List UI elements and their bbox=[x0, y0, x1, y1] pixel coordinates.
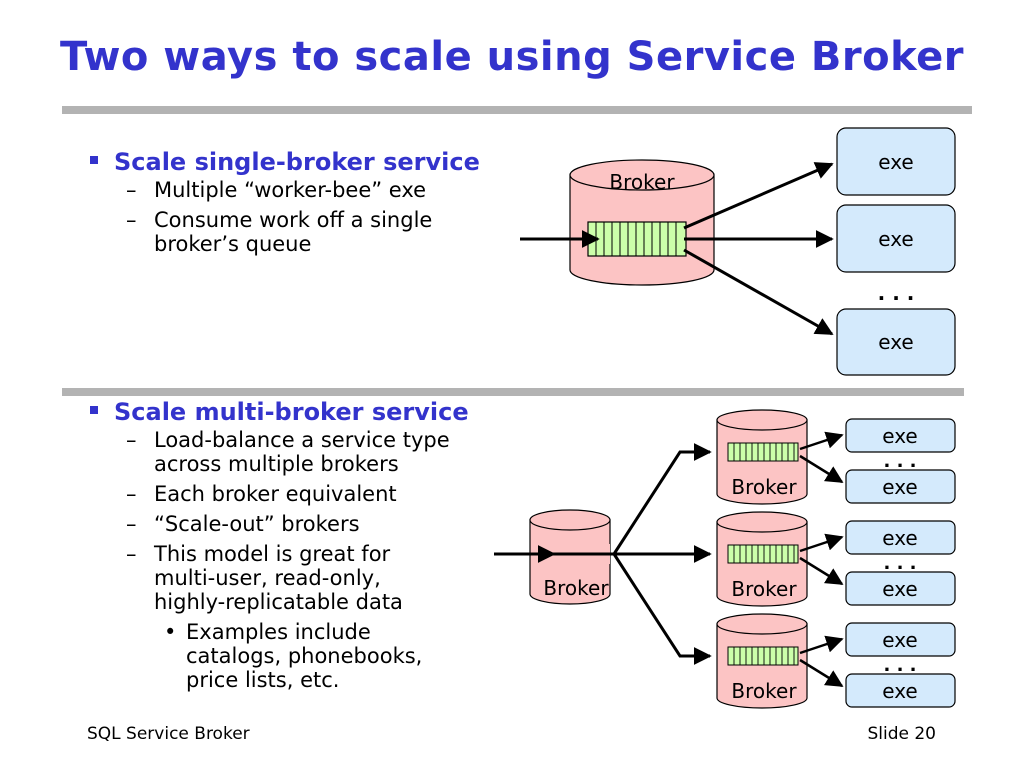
output-arrow bbox=[799, 533, 844, 553]
broker-cylinder: Broker bbox=[716, 511, 808, 607]
exe-box: exe bbox=[836, 127, 956, 196]
section1-heading: Scale single-broker service bbox=[90, 148, 510, 176]
svg-text:exe: exe bbox=[878, 150, 913, 174]
footer-slide-number: Slide 20 bbox=[867, 724, 936, 744]
svg-text:exe: exe bbox=[882, 424, 917, 448]
exe-box: exe bbox=[845, 469, 956, 504]
section1-point: –Consume work off a single broker’s queu… bbox=[126, 208, 433, 256]
broker-cylinder: Broker bbox=[716, 613, 808, 709]
ellipsis: . . . bbox=[883, 553, 916, 574]
broker-label: Broker bbox=[731, 577, 797, 601]
footer-presentation-name: SQL Service Broker bbox=[87, 724, 250, 744]
output-arrow bbox=[799, 658, 844, 688]
exe-box: exe bbox=[845, 673, 956, 708]
exe-box: exe bbox=[845, 520, 956, 555]
output-arrow bbox=[683, 248, 834, 336]
section2-subpoint: •Examples include catalogs, phonebooks, … bbox=[164, 620, 423, 692]
output-arrow bbox=[799, 431, 844, 451]
front-broker-label: Broker bbox=[543, 576, 609, 600]
square-bullet-icon bbox=[90, 406, 98, 414]
section2-point: –Each broker equivalent bbox=[126, 482, 397, 506]
fanout-arrow-top bbox=[612, 443, 712, 555]
section2-point: –“Scale-out” brokers bbox=[126, 512, 360, 536]
ellipsis: . . . bbox=[883, 451, 916, 472]
ellipsis: . . . bbox=[883, 655, 916, 676]
section2-point: –Load-balance a service type across mult… bbox=[126, 428, 450, 476]
broker-label: Broker bbox=[731, 679, 797, 703]
svg-text:exe: exe bbox=[882, 475, 917, 499]
fanout-arrow-bottom bbox=[612, 553, 712, 665]
output-arrow bbox=[799, 454, 844, 484]
output-arrow bbox=[683, 162, 834, 230]
svg-text:exe: exe bbox=[878, 330, 913, 354]
section2-bullets: Scale multi-broker service –Load-balance… bbox=[90, 398, 510, 692]
slide-title: Two ways to scale using Service Broker bbox=[60, 34, 964, 80]
square-bullet-icon bbox=[90, 156, 98, 164]
svg-text:exe: exe bbox=[882, 526, 917, 550]
exe-box: exe bbox=[836, 204, 956, 273]
exe-box: exe bbox=[845, 571, 956, 606]
middle-divider bbox=[62, 388, 964, 396]
exe-box: exe bbox=[845, 622, 956, 657]
section2-heading: Scale multi-broker service bbox=[90, 398, 510, 426]
ellipsis: . . . bbox=[878, 281, 915, 305]
exe-box: exe bbox=[845, 418, 956, 453]
exe-box: exe bbox=[836, 308, 956, 376]
output-arrow bbox=[799, 635, 844, 655]
section1-point: –Multiple “worker-bee” exe bbox=[126, 178, 427, 202]
broker-label: Broker bbox=[609, 170, 675, 194]
section2-point: –This model is great for multi-user, rea… bbox=[126, 542, 403, 614]
svg-text:exe: exe bbox=[882, 679, 917, 703]
output-arrow bbox=[799, 556, 844, 586]
top-divider bbox=[62, 106, 972, 114]
single-broker-queue bbox=[587, 221, 687, 257]
section1-bullets: Scale single-broker service –Multiple “w… bbox=[90, 148, 510, 262]
broker-cylinder: Broker bbox=[716, 409, 808, 505]
svg-text:exe: exe bbox=[882, 577, 917, 601]
svg-text:exe: exe bbox=[882, 628, 917, 652]
broker-label: Broker bbox=[731, 475, 797, 499]
svg-text:exe: exe bbox=[878, 227, 913, 251]
